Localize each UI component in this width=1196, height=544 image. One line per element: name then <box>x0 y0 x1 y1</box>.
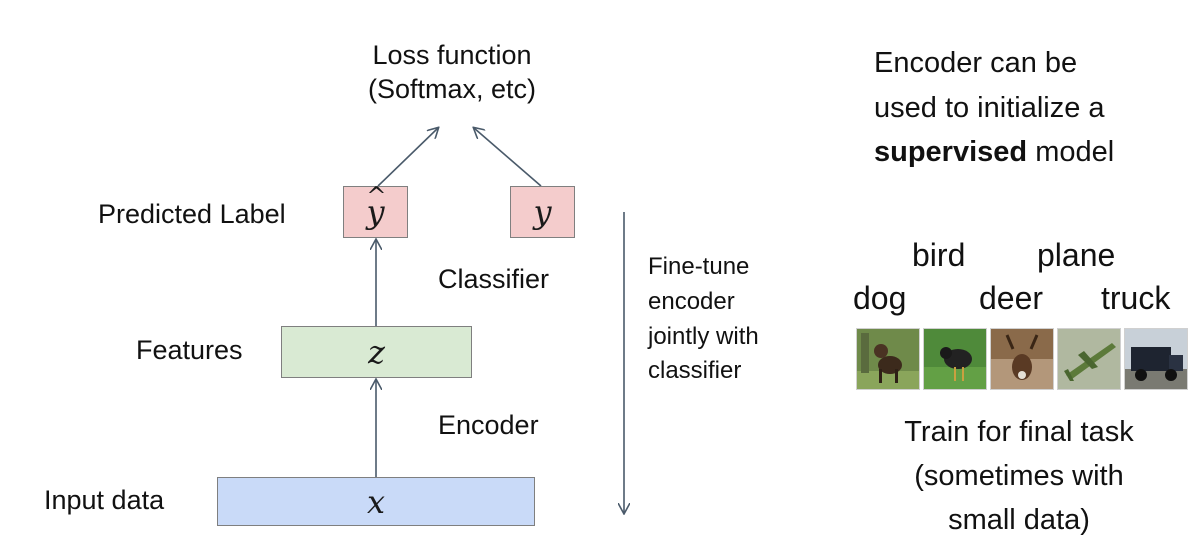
x-symbol: x <box>366 482 386 521</box>
category-plane: plane <box>1037 237 1116 273</box>
z-symbol: z <box>368 333 385 371</box>
train-line1: Train for final task <box>904 416 1134 448</box>
loss-function-label: Loss function (Softmax, etc) <box>336 39 568 106</box>
z-box: z <box>281 326 472 378</box>
y-true-symbol: y <box>533 193 552 231</box>
encoder-label: Encoder <box>438 410 539 440</box>
category-bird: bird <box>912 237 966 273</box>
x-box: x <box>217 477 535 526</box>
note-line1: Encoder can be <box>874 47 1078 79</box>
classifier-label: Classifier <box>438 264 550 294</box>
y-hat-symbol: ^ y <box>366 184 386 231</box>
predicted-label-text: Predicted Label <box>98 199 286 229</box>
thumbnail-dog <box>856 328 920 390</box>
hat-accent: ^ <box>366 182 387 210</box>
y-true-box: y <box>510 186 575 238</box>
train-note: Train for final task (sometimes with sma… <box>866 410 1172 542</box>
finetune-line4: classifier <box>648 357 742 385</box>
category-truck: truck <box>1101 280 1171 316</box>
arrow-yhat-to-loss <box>377 128 438 187</box>
y-hat-box: ^ y <box>343 184 408 238</box>
finetune-note: Fine-tune encoder jointly with classifie… <box>648 250 759 389</box>
thumbnail-bird <box>923 328 987 390</box>
encoder-init-note: Encoder can be used to initialize a supe… <box>874 41 1114 175</box>
supervised-emphasis: supervised <box>874 136 1028 169</box>
input-data-label: Input data <box>44 485 165 515</box>
note-line3: supervised model <box>874 130 1114 175</box>
note-line2: used to initialize a <box>874 91 1105 124</box>
finetune-line3: jointly with <box>648 322 759 350</box>
finetune-line1: Fine-tune <box>648 253 750 280</box>
category-dog: dog <box>853 280 907 316</box>
loss-line1: Loss function <box>372 40 532 70</box>
note-line3-rest: model <box>1027 136 1115 169</box>
category-deer: deer <box>979 280 1044 316</box>
thumbnail-truck <box>1124 328 1188 390</box>
y-hat-letter: y <box>366 193 385 231</box>
train-line3: small data) <box>948 504 1090 537</box>
features-label: Features <box>136 335 243 365</box>
train-line2: (sometimes with <box>914 460 1124 493</box>
loss-line2: (Softmax, etc) <box>367 74 537 105</box>
arrow-y-to-loss <box>474 128 542 187</box>
thumbnail-plane <box>1057 328 1121 390</box>
finetune-line2: encoder <box>648 287 735 315</box>
thumbnail-deer <box>990 328 1054 390</box>
